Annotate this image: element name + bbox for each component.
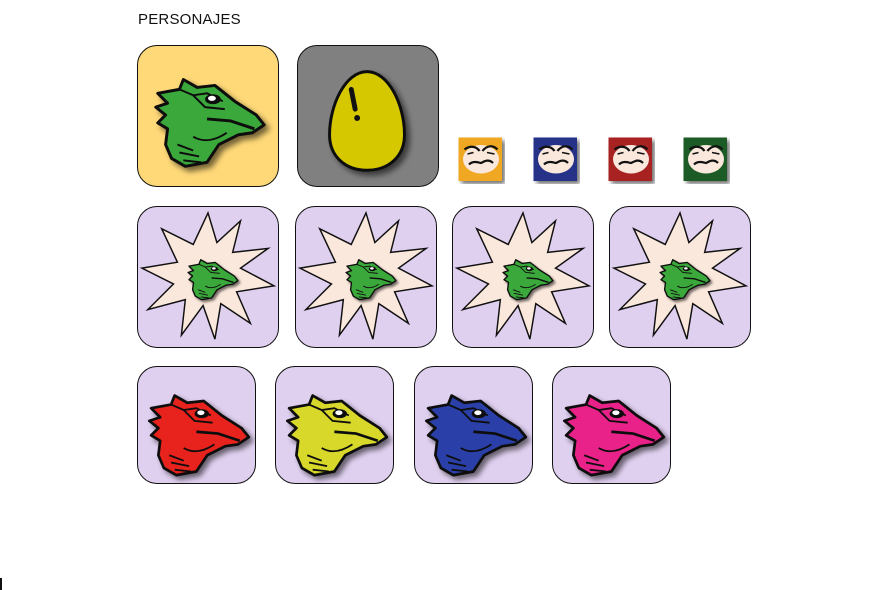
text-cursor-mark bbox=[0, 578, 2, 590]
yellow-dinosaur-tile[interactable] bbox=[275, 366, 394, 484]
starburst-tile-4[interactable] bbox=[609, 206, 751, 348]
navy-face-icon[interactable] bbox=[532, 136, 580, 184]
starburst-tile-3[interactable] bbox=[452, 206, 594, 348]
pink-dinosaur-tile[interactable] bbox=[552, 366, 671, 484]
blue-dinosaur-icon bbox=[424, 394, 528, 477]
starburst-dinosaur-icon bbox=[454, 210, 592, 340]
green-dinosaur-icon bbox=[154, 78, 266, 168]
orange-face-icon[interactable] bbox=[457, 136, 505, 184]
egg-tile[interactable] bbox=[297, 45, 439, 187]
starburst-dinosaur-icon bbox=[139, 210, 277, 340]
starburst-tile-2[interactable] bbox=[295, 206, 437, 348]
blue-dinosaur-tile[interactable] bbox=[414, 366, 533, 484]
starburst-tile-1[interactable] bbox=[137, 206, 279, 348]
red-dinosaur-tile[interactable] bbox=[137, 366, 256, 484]
starburst-dinosaur-icon bbox=[611, 210, 749, 340]
yellow-egg-icon bbox=[328, 70, 406, 172]
page-title: PERSONAJES bbox=[138, 11, 241, 28]
starburst-dinosaur-icon bbox=[297, 210, 435, 340]
hero-dinosaur-tile[interactable] bbox=[137, 45, 279, 187]
yellow-dinosaur-icon bbox=[285, 394, 389, 477]
pink-dinosaur-icon bbox=[562, 394, 666, 477]
red-dinosaur-icon bbox=[147, 394, 251, 477]
red-face-icon[interactable] bbox=[607, 136, 655, 184]
green-face-icon[interactable] bbox=[682, 136, 730, 184]
